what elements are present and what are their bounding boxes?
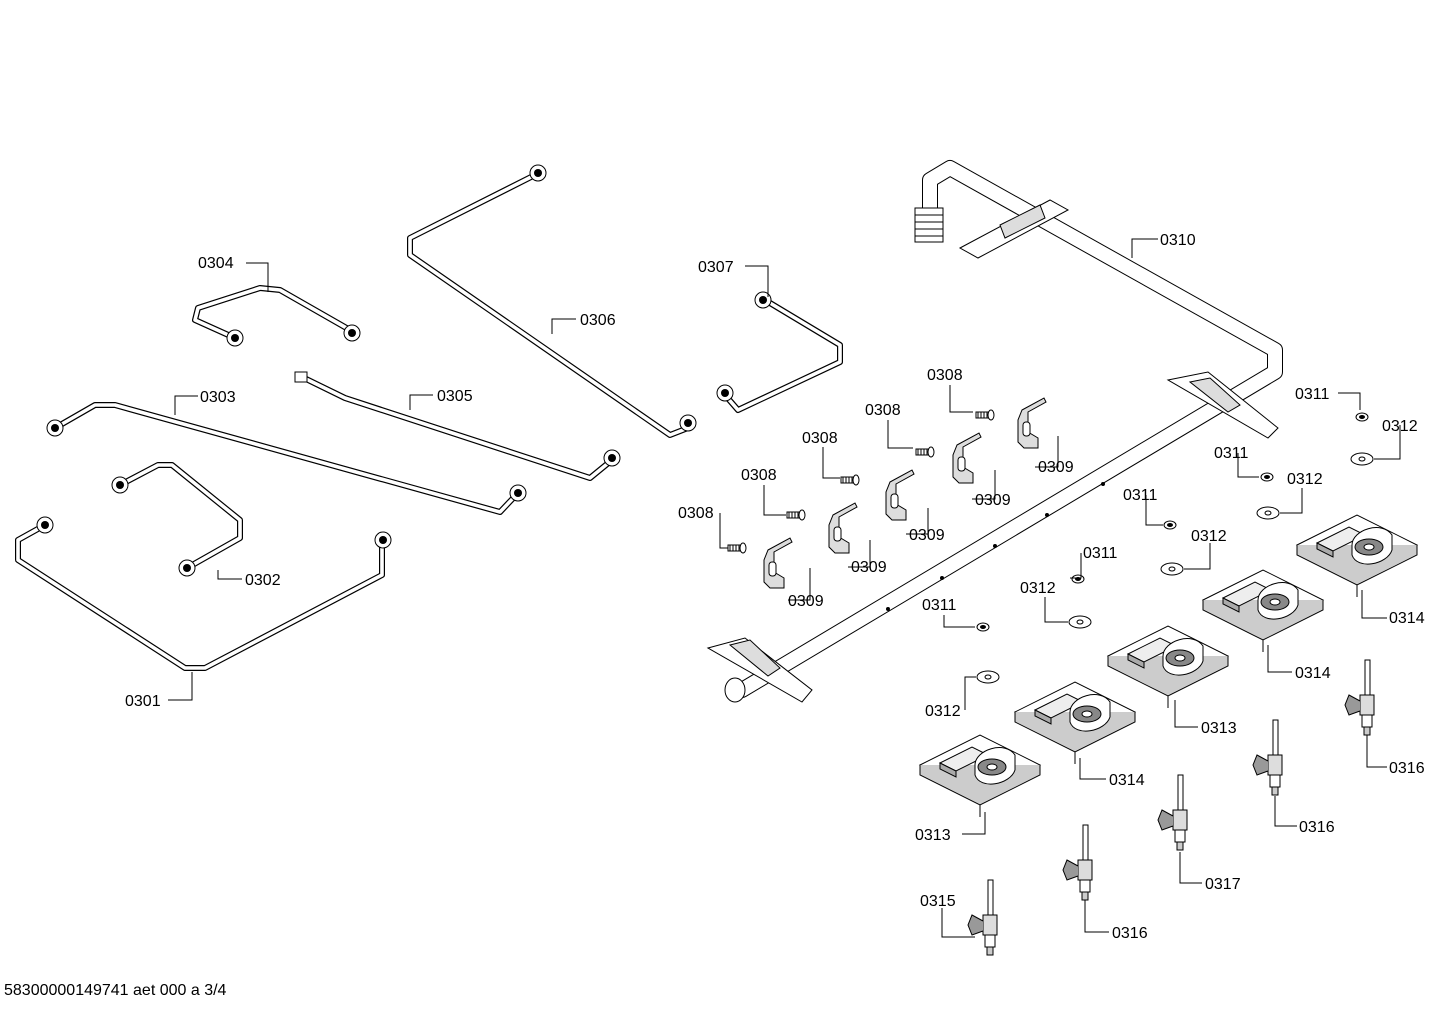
- label-0311-a: 0311: [922, 597, 957, 614]
- pipe-0306: [407, 164, 697, 438]
- label-0304: 0304: [198, 255, 234, 272]
- pipe-0301: [15, 516, 392, 671]
- label-0308-a: 0308: [678, 505, 714, 522]
- label-0312-c: 0312: [1191, 528, 1227, 545]
- label-0314-a: 0314: [1109, 772, 1145, 789]
- pipe-0302: [111, 462, 243, 577]
- label-0303: 0303: [200, 389, 236, 406]
- label-0309-b: 0309: [851, 559, 887, 576]
- label-0312-d: 0312: [1287, 471, 1323, 488]
- label-0312-a: 0312: [925, 703, 961, 720]
- label-0308-c: 0308: [802, 430, 838, 447]
- burner-group: [919, 514, 1418, 818]
- label-0313-a: 0313: [915, 827, 951, 844]
- document-code: 58300000149741 aet 000 a 3/4: [4, 982, 227, 999]
- label-0313-b: 0313: [1201, 720, 1237, 737]
- label-0302: 0302: [245, 572, 281, 589]
- label-0312-b: 0312: [1020, 580, 1056, 597]
- label-0311-d: 0311: [1214, 445, 1249, 462]
- label-0317: 0317: [1205, 876, 1241, 893]
- manifold-0310: [706, 160, 1283, 703]
- pipe-0305: [294, 371, 621, 481]
- label-0301: 0301: [125, 693, 161, 710]
- label-0309-c: 0309: [909, 527, 945, 544]
- pipe-0303: [46, 402, 527, 515]
- label-0310: 0310: [1160, 232, 1196, 249]
- label-0314-b: 0314: [1295, 665, 1331, 682]
- leader-lines: [168, 238, 1401, 938]
- label-0316-b: 0316: [1299, 819, 1335, 836]
- valve-group: [967, 659, 1375, 956]
- label-0316-a: 0316: [1112, 925, 1148, 942]
- label-0315: 0315: [920, 893, 956, 910]
- pipe-0304: [192, 285, 361, 347]
- label-0306: 0306: [580, 312, 616, 329]
- label-0308-b: 0308: [741, 467, 777, 484]
- label-0311-e: 0311: [1295, 386, 1330, 403]
- label-0307: 0307: [698, 259, 734, 276]
- label-0316-c: 0316: [1389, 760, 1425, 777]
- label-0309-e: 0309: [1038, 459, 1074, 476]
- label-0311-b: 0311: [1083, 545, 1118, 562]
- label-0314-c: 0314: [1389, 610, 1425, 627]
- pipe-0307: [716, 291, 843, 413]
- label-0305: 0305: [437, 388, 473, 405]
- label-0312-e: 0312: [1382, 418, 1418, 435]
- label-0309-d: 0309: [975, 492, 1011, 509]
- label-0308-e: 0308: [927, 367, 963, 384]
- label-0309-a: 0309: [788, 593, 824, 610]
- label-0311-c: 0311: [1123, 487, 1158, 504]
- label-0308-d: 0308: [865, 402, 901, 419]
